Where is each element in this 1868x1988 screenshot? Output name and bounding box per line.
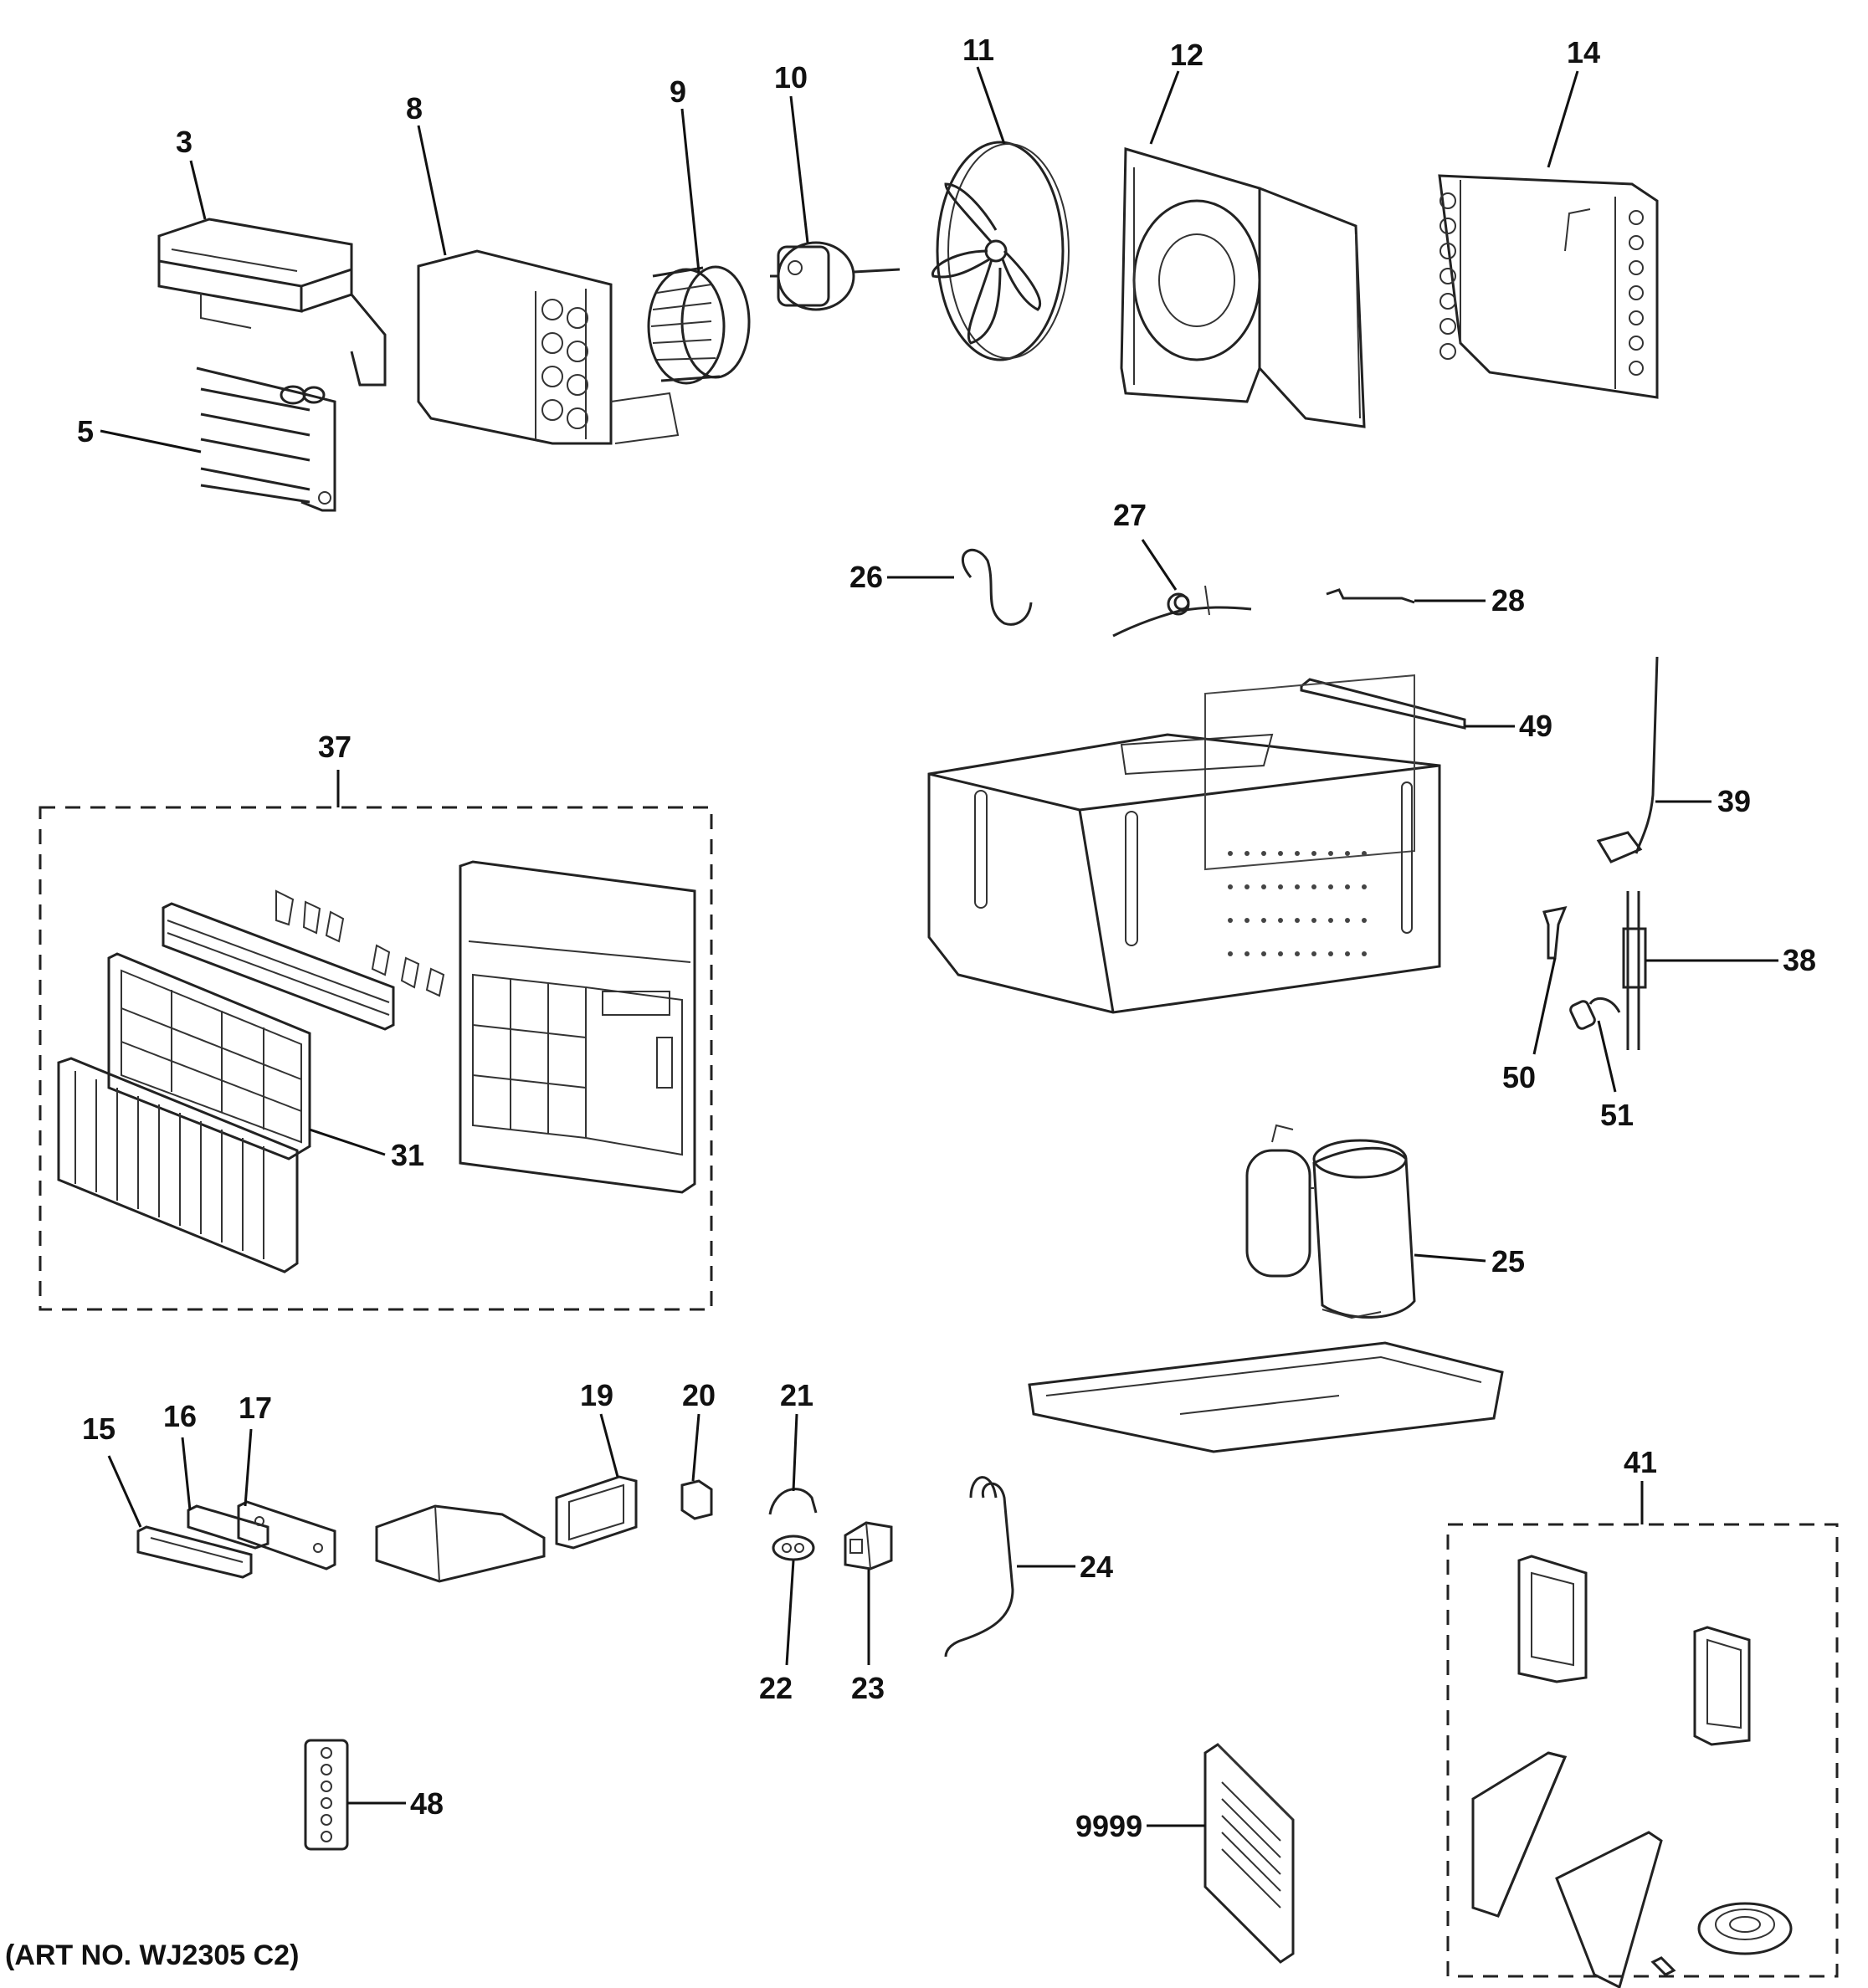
part-12-fan-shroud [1120, 147, 1366, 428]
callout-15: 15 [82, 1412, 115, 1446]
callout-9: 9 [670, 74, 686, 109]
callout-50: 50 [1502, 1060, 1536, 1094]
part-19-display-board [555, 1475, 638, 1550]
callout-3: 3 [176, 125, 192, 159]
callout-8: 8 [406, 91, 423, 126]
part-9-blower-wheel [647, 265, 751, 385]
callout-48: 48 [410, 1786, 444, 1821]
part-48-remote-control [304, 1739, 349, 1851]
part-24-drain-tube [944, 1476, 1014, 1658]
callout-19: 19 [580, 1378, 613, 1412]
part-51-thermistor [1569, 997, 1621, 1030]
part-15-control-panel-bezel [136, 1525, 253, 1579]
callout-26: 26 [849, 560, 883, 594]
callout-41: 41 [1624, 1445, 1657, 1479]
part-26-tube [961, 548, 1033, 626]
callout-37: 37 [318, 730, 352, 764]
control-box [375, 1504, 546, 1583]
base-pan [1028, 1341, 1504, 1453]
part-39-sensor [1596, 656, 1659, 863]
cabinet-wrapper [927, 674, 1441, 1014]
callout-20: 20 [682, 1378, 716, 1412]
callout-10: 10 [774, 60, 808, 95]
part-16-keypad [187, 1504, 269, 1550]
callout-31: 31 [391, 1138, 424, 1172]
part-50-screw [1542, 905, 1568, 960]
part-25-compressor [1245, 1124, 1416, 1319]
part-5-heater-assembly [196, 366, 336, 512]
part-11-condenser-fan-blade [931, 141, 1070, 361]
callout-28: 28 [1491, 583, 1525, 617]
callout-9999: 9999 [1075, 1809, 1142, 1843]
part-10-fan-motor [770, 241, 901, 311]
callout-39: 39 [1717, 784, 1751, 818]
callout-23: 23 [851, 1671, 885, 1705]
part-17-control-board [237, 1500, 336, 1570]
part-3-air-duct [157, 218, 387, 387]
part-38-wire-harness [1622, 891, 1647, 1050]
callout-38: 38 [1783, 943, 1816, 977]
part-8-evaporator-coil [417, 249, 680, 445]
part-49-rail [1300, 678, 1466, 730]
part-22-capacitor [772, 1535, 815, 1561]
callout-27: 27 [1113, 498, 1147, 532]
part-28-bracket [1326, 588, 1415, 604]
part-14-condenser-coil [1438, 174, 1659, 399]
part-41-window-installation-kit [1471, 1555, 1793, 1988]
part-21-clip [768, 1488, 818, 1515]
callout-17: 17 [239, 1391, 272, 1425]
group-box-41 [1446, 1523, 1839, 1978]
part-23-transformer [844, 1521, 893, 1570]
leader-lines [100, 66, 1778, 1827]
callout-14: 14 [1567, 35, 1600, 69]
callout-12: 12 [1170, 38, 1203, 72]
callout-16: 16 [163, 1399, 197, 1433]
part-27-capillary-tube [1112, 585, 1252, 638]
art-number: (ART NO. WJ2305 C2) [5, 1939, 300, 1971]
callout-24: 24 [1080, 1550, 1113, 1584]
callout-21: 21 [780, 1378, 813, 1412]
callout-11: 11 [962, 33, 994, 67]
part-20-relay [680, 1479, 713, 1520]
callout-51: 51 [1600, 1098, 1634, 1132]
callout-25: 25 [1491, 1244, 1525, 1278]
callout-labels: 3 5 8 9 10 11 12 14 26 27 28 49 37 39 38… [77, 33, 1816, 1843]
part-37-front-panel-assembly [57, 860, 696, 1273]
callout-5: 5 [77, 414, 94, 448]
part-9999-owners-manual [1203, 1743, 1295, 1964]
callout-22: 22 [759, 1671, 793, 1705]
group-box-37 [38, 806, 713, 1311]
callout-49: 49 [1519, 709, 1552, 743]
